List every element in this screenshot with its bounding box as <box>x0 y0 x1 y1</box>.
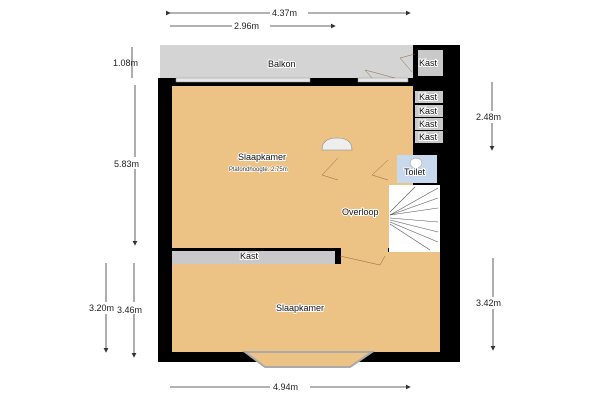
bedroom-2 <box>172 264 440 352</box>
room-label-slaapkamer-1: Slaapkamer <box>238 152 286 162</box>
dim-top-total: 4.37m <box>272 8 297 18</box>
dim-left-bedroom1: 5.83m <box>114 159 139 169</box>
dim-left-bedroom2-a: 3.20m <box>89 303 114 313</box>
kast-top <box>418 50 443 76</box>
room-label-kast-bottom: Kast <box>240 251 259 261</box>
kast-3 <box>415 105 443 117</box>
bedroom-2-hall <box>341 252 440 266</box>
dimension-labels: 4.37m 2.96m 1.08m 5.83m 3.20m 3.46m 2.48… <box>88 6 514 393</box>
dim-bottom-total: 4.94m <box>273 382 298 392</box>
dim-right-kasten: 2.48m <box>476 112 501 122</box>
balcony-window <box>175 77 311 83</box>
kast-label-5: Kast <box>419 132 438 142</box>
kast-5 <box>415 131 443 143</box>
stair-steps <box>389 186 439 251</box>
door-swings <box>321 53 416 266</box>
kast-2 <box>415 91 443 103</box>
bay-window <box>242 351 376 368</box>
room-label-balkon: Balkon <box>268 59 296 69</box>
room-label-toilet: Toilet <box>404 167 426 177</box>
toilet-bowl-icon <box>409 157 423 169</box>
dim-left-bedroom2-b: 3.46m <box>117 305 142 315</box>
balcony-area <box>160 45 415 81</box>
ceiling-height-label: Plafondhoogte: 2.75m <box>229 167 288 173</box>
overloop <box>341 156 388 252</box>
room-label-overloop: Overloop <box>342 207 379 217</box>
kast-label-1: Kast <box>419 58 438 68</box>
dim-top-partial: 2.96m <box>234 21 259 31</box>
room-label-slaapkamer-2: Slaapkamer <box>276 303 324 313</box>
balcony-door <box>357 77 409 83</box>
kast-label-4: Kast <box>419 119 438 129</box>
kast-label-3: Kast <box>419 106 438 116</box>
dim-left-balcony: 1.08m <box>113 58 138 68</box>
kast-bottom <box>172 251 335 264</box>
kast-4 <box>415 118 443 130</box>
kast-label-2: Kast <box>419 92 438 102</box>
sink-icon <box>321 137 353 151</box>
dim-right-bedroom2: 3.42m <box>476 298 501 308</box>
